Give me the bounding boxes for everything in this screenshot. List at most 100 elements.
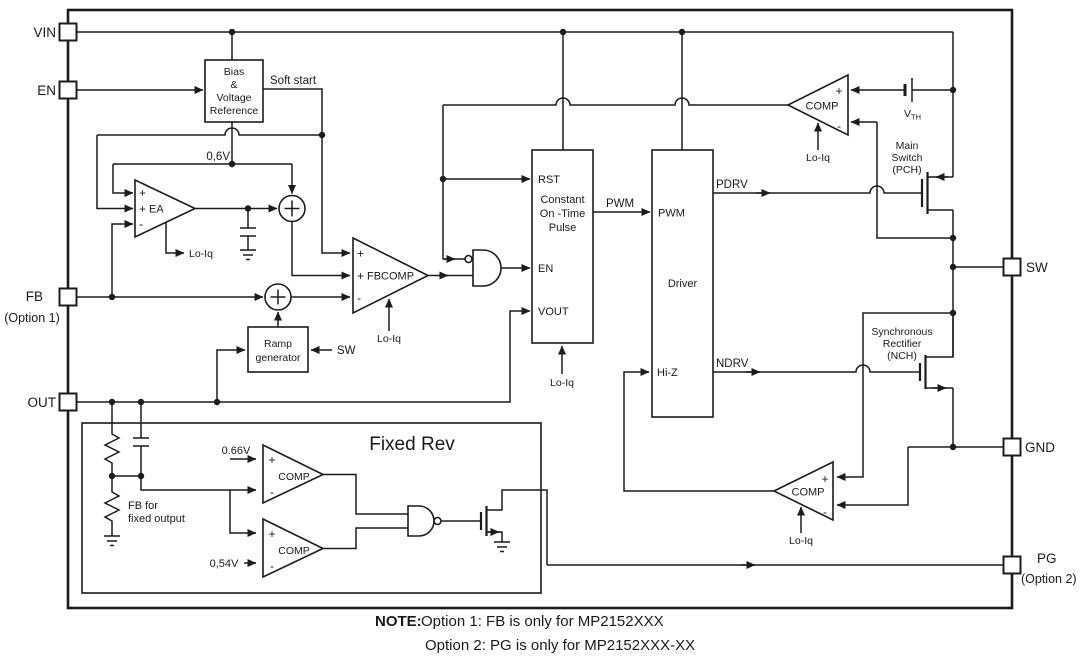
fb-net — [76, 220, 264, 301]
junction-dot — [949, 309, 957, 317]
lo-iq-label: Lo-Iq — [550, 377, 574, 389]
comparator-triangle-icon — [786, 73, 849, 137]
and-gate — [464, 249, 531, 287]
comp-label: COMP — [806, 101, 839, 113]
ramp-label-1: Ramp — [264, 338, 292, 350]
wire — [836, 447, 909, 509]
comparator-triangle-icon — [352, 236, 430, 315]
wire — [96, 135, 134, 213]
junction-dot — [228, 28, 236, 36]
pg-nand-gate — [323, 473, 481, 550]
wire — [112, 164, 134, 197]
cot-block: RST Constant On -Time Pulse EN VOUT Lo-I… — [531, 149, 594, 389]
resistor-icon — [103, 402, 121, 476]
ea-lo-iq: Lo-Iq — [165, 222, 213, 260]
cot-title-1: Constant — [540, 194, 584, 206]
lo-iq-label: Lo-Iq — [189, 248, 213, 260]
comparator-triangle-icon — [262, 517, 325, 579]
wire — [76, 31, 954, 177]
pin-pg-option-label: (Option 2) — [1021, 572, 1077, 586]
pin-square-icon — [58, 80, 78, 100]
junction-dot — [228, 160, 236, 168]
inverter-bubble-icon — [464, 254, 473, 264]
wire — [165, 222, 185, 257]
lo-iq-label: Lo-Iq — [806, 152, 830, 164]
plus-sign: + — [139, 186, 146, 200]
fixed-rev-box: Fixed Rev FB for fixed output + COMP - 0… — [81, 402, 548, 594]
note-text: NOTE: Option 1: FB is only for MP2152XXX… — [375, 613, 695, 654]
ref-066-label: 0.66V — [222, 445, 251, 457]
error-amplifier: + + EA - — [134, 178, 278, 239]
pwm-signal-label: PWM — [606, 198, 634, 210]
junction-dot — [439, 175, 447, 183]
pin-en-label: EN — [37, 83, 56, 98]
opamp-triangle-icon — [134, 178, 197, 239]
bias-label-3: Voltage — [216, 92, 251, 104]
pin-vin: VIN — [33, 22, 78, 42]
pin-square-icon — [58, 22, 78, 42]
wire — [836, 312, 953, 481]
vth-v: V — [904, 108, 911, 120]
wire — [623, 368, 774, 492]
bias-label-2: & — [230, 79, 237, 91]
main-switch-label-2: Switch — [892, 152, 923, 164]
wire — [876, 122, 953, 239]
minus-sign: - — [357, 291, 361, 305]
wire — [291, 221, 351, 280]
inverter-bubble-icon — [433, 516, 442, 526]
note-label: NOTE: — [375, 613, 422, 630]
vth-battery: VTH — [903, 78, 953, 122]
port-pwm: PWM — [658, 208, 685, 220]
wire — [323, 473, 408, 515]
port-hiz: Hi-Z — [657, 367, 678, 379]
driver-label: Driver — [668, 278, 698, 290]
bias-label-1: Bias — [224, 66, 244, 78]
soft-start-label: Soft start — [270, 75, 317, 87]
junction-dot — [678, 28, 686, 36]
summing-junction-top — [278, 194, 351, 280]
plus-cross-icon — [270, 289, 286, 305]
pin-en: EN — [37, 80, 78, 100]
pin-gnd-label: GND — [1025, 440, 1055, 455]
wire — [486, 489, 548, 565]
fbcomp-comparator: + + FBCOMP - Lo-Iq — [352, 236, 473, 345]
plus-sign: + — [139, 202, 146, 216]
plus-sign: + — [357, 247, 364, 261]
and-gate-icon — [472, 249, 502, 287]
ramp-generator: Ramp generator SW — [247, 326, 356, 373]
zero-cross-comparator: COMP + - Lo-Iq — [623, 368, 834, 547]
nand-gate-icon — [407, 505, 435, 537]
vth-label: VTH — [904, 108, 921, 122]
wire-hop — [97, 127, 322, 136]
plus-sign: + — [357, 269, 364, 283]
junction-dot — [949, 263, 957, 271]
junction-dot — [108, 472, 116, 480]
pin-sw: SW — [1002, 257, 1048, 277]
pin-fb-option-label: (Option 1) — [4, 311, 60, 325]
fixed-fb-label-2: fixed output — [128, 513, 185, 525]
soft-start-net: Soft start — [96, 75, 351, 257]
minus-sign: - — [837, 119, 841, 133]
junction-dot — [213, 398, 221, 406]
port-rst: RST — [538, 174, 560, 186]
ref-054-label: 0,54V — [210, 558, 239, 570]
pin-fb-label: FB — [26, 289, 43, 304]
wire — [323, 527, 408, 550]
ground-icon — [104, 535, 120, 547]
pin-square-icon — [1002, 555, 1022, 575]
bias-block: Bias & Voltage Reference — [204, 59, 264, 123]
main-switch-pch: Main Switch (PCH) — [892, 140, 954, 357]
pin-square-icon — [58, 392, 78, 412]
cot-title-3: Pulse — [549, 222, 577, 234]
pin-fb: FB (Option 1) — [4, 287, 78, 325]
ea-label: EA — [149, 204, 164, 216]
junction-dots — [108, 28, 957, 480]
junction-dot — [108, 293, 116, 301]
sync-rect-label-3: (NCH) — [887, 350, 917, 362]
wire-hop — [443, 97, 788, 106]
minus-sign: - — [823, 505, 827, 519]
junction-dot — [137, 398, 145, 406]
ramp-generator-block — [247, 326, 309, 373]
gnd-net — [836, 446, 1003, 509]
